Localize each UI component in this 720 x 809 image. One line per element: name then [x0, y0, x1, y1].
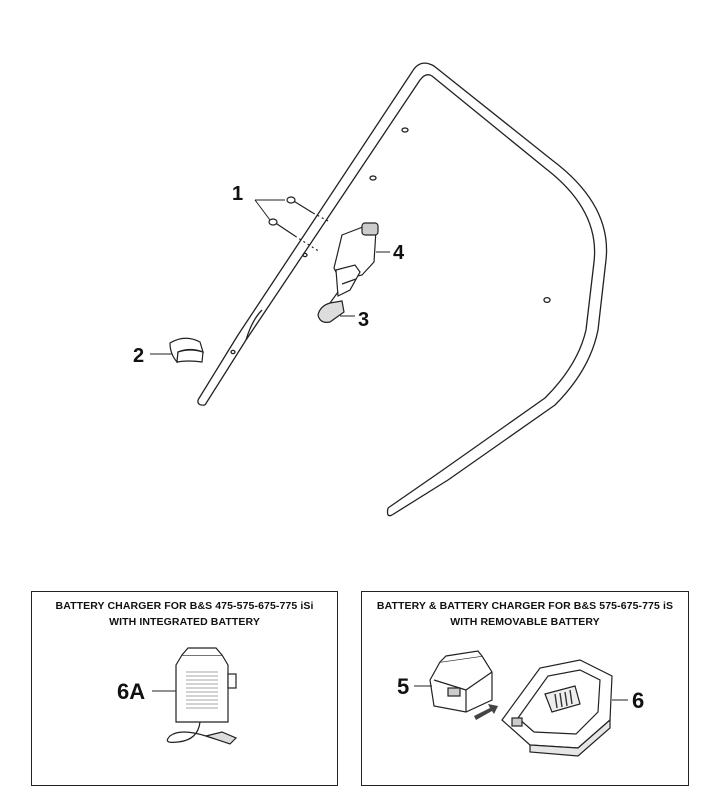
callout-3: 3	[358, 309, 369, 331]
callout-4: 4	[393, 242, 405, 264]
arrow-icon	[474, 704, 498, 720]
clip-part-2	[169, 337, 204, 364]
inset-title-integrated: BATTERY CHARGER FOR B&S 475-575-675-775 …	[32, 598, 337, 630]
key-part-3	[317, 291, 345, 323]
inset-title-line-2: WITH INTEGRATED BATTERY	[109, 616, 260, 628]
callout-6a: 6A	[117, 679, 145, 704]
switch-housing-part-4	[333, 222, 379, 297]
inset-box-integrated-battery: BATTERY CHARGER FOR B&S 475-575-675-775 …	[31, 591, 338, 786]
inset-title-line-1: BATTERY CHARGER FOR B&S 475-575-675-775 …	[55, 600, 314, 612]
battery-part-5	[429, 650, 493, 713]
callout-6: 6	[632, 688, 644, 713]
charger-part-6	[501, 659, 613, 757]
inset-title-removable: BATTERY & BATTERY CHARGER FOR B&S 575-67…	[362, 598, 688, 630]
handle-bar	[197, 62, 608, 517]
callout-2: 2	[133, 345, 144, 367]
inset-title-line-2: WITH REMOVABLE BATTERY	[450, 616, 600, 628]
callout-1: 1	[232, 183, 243, 205]
inset-box-removable-battery: BATTERY & BATTERY CHARGER FOR B&S 575-67…	[361, 591, 689, 786]
callout-5: 5	[397, 674, 409, 699]
charger-part-6a	[166, 647, 238, 745]
screw-part-1	[268, 196, 331, 253]
inset-title-line-1: BATTERY & BATTERY CHARGER FOR B&S 575-67…	[376, 600, 674, 612]
